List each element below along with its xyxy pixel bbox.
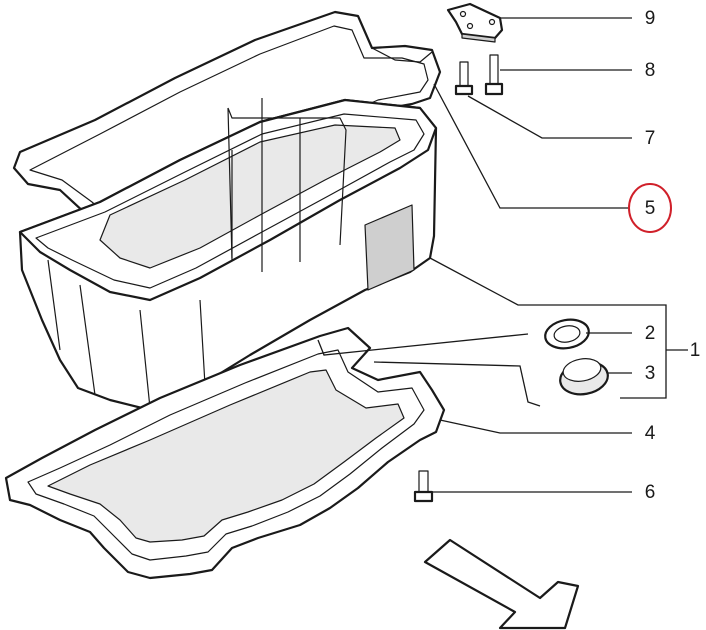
drain-plug-part-3 (559, 358, 609, 396)
callout-8: 8 (644, 60, 656, 81)
oil-pan-part-1 (18, 98, 438, 412)
screw-part-6 (413, 470, 434, 503)
bracket-part-9 (446, 2, 504, 43)
callout-7: 7 (644, 128, 656, 149)
callout-1: 1 (689, 340, 701, 361)
callout-6: 6 (644, 482, 656, 503)
seal-ring-part-2 (544, 318, 590, 350)
callout-5: 5 (644, 198, 656, 219)
highlight-circle (628, 183, 672, 233)
bolts-part-8 (454, 54, 504, 96)
leader-lines (317, 17, 688, 493)
lower-gasket-part-4 (4, 326, 446, 580)
callout-3: 3 (644, 363, 656, 384)
direction-arrow (423, 538, 580, 630)
callout-4: 4 (644, 423, 656, 444)
callout-2: 2 (644, 323, 656, 344)
callout-9: 9 (644, 8, 656, 29)
